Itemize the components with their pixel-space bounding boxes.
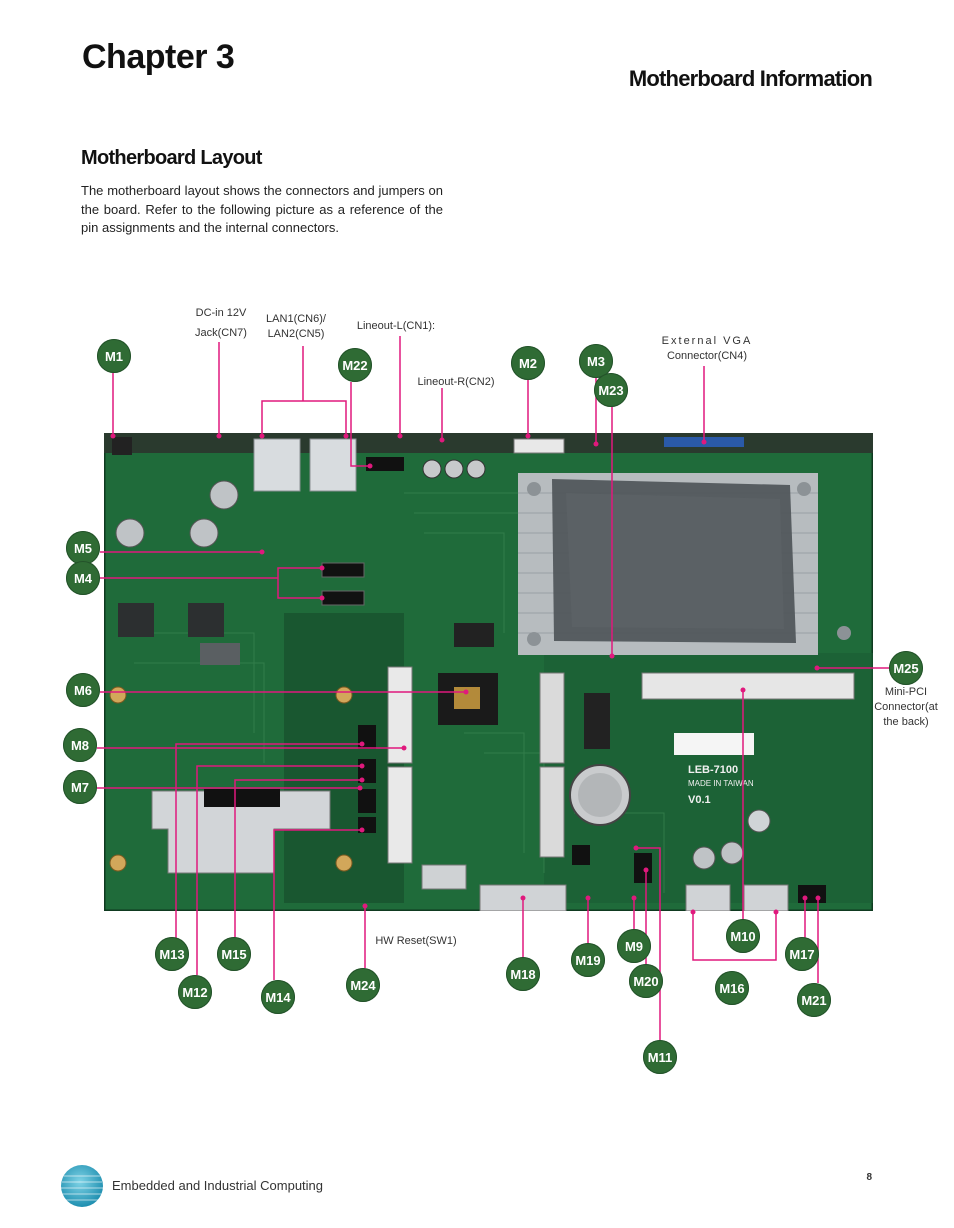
- marker-m18: M18: [506, 957, 540, 991]
- motherboard-drawing: LEB-7100 MADE IN TAIWAN V0.1: [104, 433, 873, 911]
- label-hw-reset: HW Reset(SW1): [375, 935, 457, 947]
- page-number: 8: [866, 1172, 872, 1183]
- company-logo-icon: [61, 1165, 103, 1207]
- marker-m17: M17: [785, 937, 819, 971]
- marker-m13: M13: [155, 937, 189, 971]
- marker-m21: M21: [797, 983, 831, 1017]
- marker-m2: M2: [511, 346, 545, 380]
- marker-m11: M11: [643, 1040, 677, 1074]
- marker-m15: M15: [217, 937, 251, 971]
- silk-version: V0.1: [688, 794, 711, 806]
- label-minipci-line2: Connector(at: [874, 701, 938, 713]
- label-lan: LAN1(CN6)/ LAN2(CN5): [254, 312, 338, 342]
- marker-m24: M24: [346, 968, 380, 1002]
- silk-model: LEB-7100: [688, 764, 738, 776]
- marker-m3: M3: [579, 344, 613, 378]
- label-vga: External VGA Connector(CN4): [648, 334, 766, 364]
- marker-m5: M5: [66, 531, 100, 565]
- label-dcin: DC-in 12V Jack(CN7): [186, 306, 256, 341]
- label-lan-line1: LAN1(CN6)/: [266, 313, 326, 325]
- marker-m12: M12: [178, 975, 212, 1009]
- marker-m20: M20: [629, 964, 663, 998]
- marker-m23: M23: [594, 373, 628, 407]
- label-lineout-r: Lineout-R(CN2): [417, 376, 495, 388]
- marker-m25: M25: [889, 651, 923, 685]
- label-lan-line2: LAN2(CN5): [267, 328, 325, 340]
- marker-m6: M6: [66, 673, 100, 707]
- marker-m22: M22: [338, 348, 372, 382]
- label-minipci-line1: Mini-PCI: [884, 686, 928, 698]
- section-title: Motherboard Information: [628, 66, 873, 91]
- marker-m19: M19: [571, 943, 605, 977]
- chapter-title: Chapter 3: [82, 38, 235, 76]
- subsection-title: Motherboard Layout: [81, 147, 262, 169]
- label-vga-line2: Connector(CN4): [666, 350, 748, 362]
- marker-m9: M9: [617, 929, 651, 963]
- label-minipci: Mini-PCI Connector(at the back): [868, 685, 944, 730]
- label-dcin-line1: DC-in 12V: [195, 307, 247, 319]
- label-minipci-line3: the back): [883, 716, 929, 728]
- marker-m7: M7: [63, 770, 97, 804]
- marker-m14: M14: [261, 980, 295, 1014]
- label-vga-line1: External VGA: [661, 335, 753, 347]
- marker-m1: M1: [97, 339, 131, 373]
- footer-text: Embedded and Industrial Computing: [112, 1178, 324, 1193]
- silk-origin: MADE IN TAIWAN: [688, 779, 754, 788]
- label-dcin-line2: Jack(CN7): [195, 327, 247, 339]
- label-lineout-l: Lineout-L(CN1):: [356, 320, 436, 332]
- marker-m4: M4: [66, 561, 100, 595]
- marker-m8: M8: [63, 728, 97, 762]
- motherboard-photo: LEB-7100 MADE IN TAIWAN V0.1: [104, 433, 873, 911]
- marker-m10: M10: [726, 919, 760, 953]
- intro-paragraph: The motherboard layout shows the connect…: [81, 183, 443, 235]
- marker-m16: M16: [715, 971, 749, 1005]
